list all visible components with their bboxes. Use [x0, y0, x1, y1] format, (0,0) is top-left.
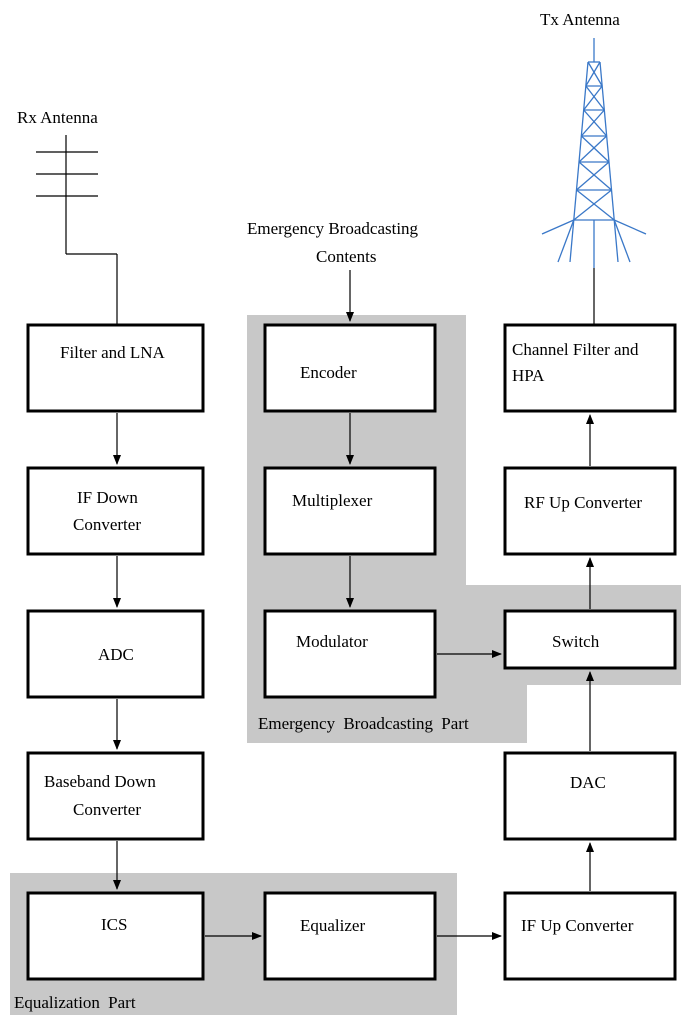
- if-down-converter-block: [26, 466, 205, 556]
- switch-label: Switch: [552, 632, 600, 651]
- channel-filter-label-1: Channel Filter and: [512, 340, 639, 359]
- input-label-line2: Contents: [316, 247, 376, 266]
- rf-up-converter-label: RF Up Converter: [524, 493, 642, 512]
- equalizer-label: Equalizer: [300, 916, 365, 935]
- if-down-label-1: IF Down: [77, 488, 138, 507]
- if-up-converter-label: IF Up Converter: [521, 916, 634, 935]
- adc-label: ADC: [98, 645, 134, 664]
- channel-filter-hpa-block: [503, 323, 677, 413]
- tx-tower-icon: [541, 38, 647, 268]
- rx-antenna-label: Rx Antenna: [17, 108, 98, 127]
- if-up-converter-block: [503, 891, 677, 981]
- modulator-label: Modulator: [296, 632, 368, 651]
- multiplexer-block: [263, 466, 437, 556]
- switch-block: [503, 609, 677, 670]
- rf-up-converter-block: [503, 466, 677, 556]
- adc-block: [26, 609, 205, 699]
- baseband-down-converter-block: [26, 751, 205, 841]
- equalization-part-label: Equalization Part: [14, 993, 136, 1012]
- ics-block: [26, 891, 205, 981]
- equalizer-block: [263, 891, 437, 981]
- filter-lna-label: Filter and LNA: [60, 343, 166, 362]
- encoder-label: Encoder: [300, 363, 357, 382]
- multiplexer-label: Multiplexer: [292, 491, 373, 510]
- connector-arrows: [113, 270, 594, 940]
- filter-lna-block: [26, 323, 205, 413]
- ics-label: ICS: [101, 915, 127, 934]
- input-label-line1: Emergency Broadcasting: [247, 219, 419, 238]
- modulator-block: [263, 609, 437, 699]
- if-down-label-2: Converter: [73, 515, 141, 534]
- encoder-block: [263, 323, 437, 413]
- dac-label: DAC: [570, 773, 606, 792]
- rx-antenna-icon: [36, 135, 118, 325]
- emergency-part-label: Emergency Broadcasting Part: [258, 714, 469, 733]
- dac-block: [503, 751, 677, 841]
- tx-antenna-label: Tx Antenna: [540, 10, 620, 29]
- channel-filter-label-2: HPA: [512, 366, 545, 385]
- baseband-down-label-1: Baseband Down: [44, 772, 156, 791]
- baseband-down-label-2: Converter: [73, 800, 141, 819]
